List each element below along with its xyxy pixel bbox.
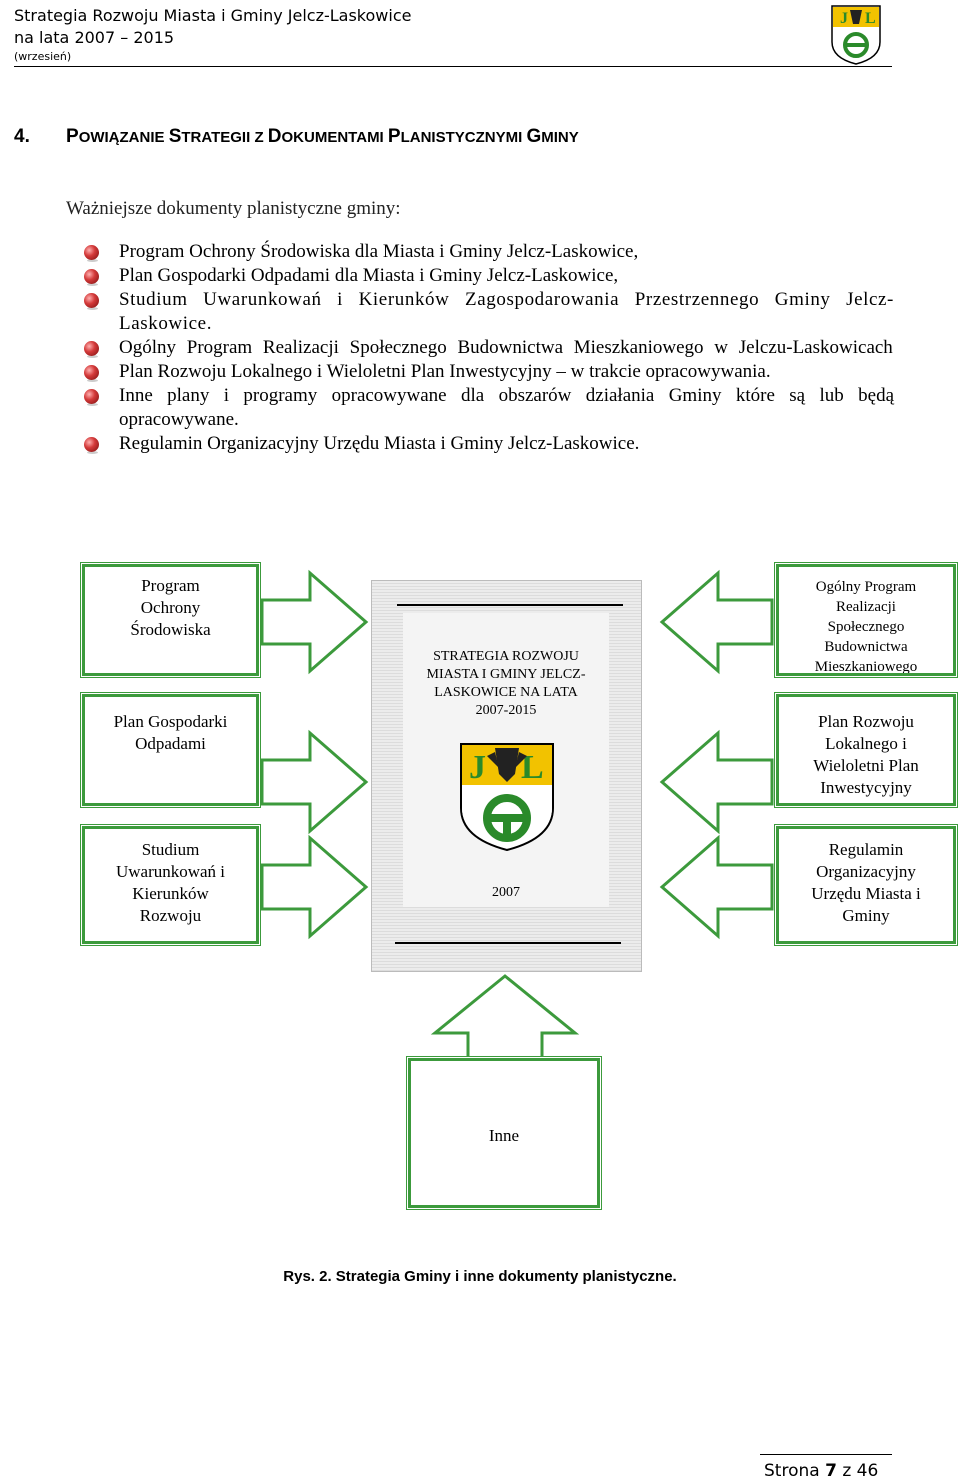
section-title-fragment: P <box>387 126 401 147</box>
box-label: Plan Rozwoju Lokalnego i Wieloletni Plan… <box>813 712 919 797</box>
total-pages: 46 <box>856 1461 879 1481</box>
box-program-ochrony: Program Ochrony Środowiska <box>82 564 259 676</box>
cover-title: STRATEGIA ROZWOJU MIASTA I GMINY JELCZ-L… <box>426 649 586 718</box>
bullet-icon <box>84 341 99 358</box>
box-ogolny-program: Ogólny Program Realizacji Społecznego Bu… <box>776 564 956 676</box>
list-item-text: Inne plany i programy opracowywane dla o… <box>119 385 894 430</box>
list-item: Inne plany i programy opracowywane dla o… <box>82 384 894 432</box>
arrow-up-icon <box>430 974 580 1062</box>
box-label: Regulamin Organizacyjny Urzędu Miasta i … <box>811 840 921 925</box>
list-item-text: Regulamin Organizacyjny Urzędu Miasta i … <box>119 433 640 454</box>
page-number: Strona 7 z 46 <box>764 1461 878 1481</box>
bullet-icon <box>84 245 99 262</box>
box-plan-rozwoju: Plan Rozwoju Lokalnego i Wieloletni Plan… <box>776 694 956 806</box>
section-title-fragment: D <box>267 126 282 147</box>
section-title-fragment: OKUMENTAMI <box>281 129 388 146</box>
box-label: Ogólny Program Realizacji Społecznego Bu… <box>814 579 918 675</box>
header-subtitle: na lata 2007 – 2015 <box>14 28 175 47</box>
box-label: Program Ochrony Środowiska <box>130 576 211 639</box>
section-title-fragment: OWIĄZANIE <box>78 129 169 146</box>
document-list: Program Ochrony Środowiska dla Miasta i … <box>82 240 894 456</box>
arrow-left-icon <box>659 569 774 675</box>
footer-divider <box>760 1454 892 1455</box>
bullet-icon <box>84 269 99 286</box>
list-item-text: Program Ochrony Środowiska dla Miasta i … <box>119 241 639 262</box>
box-studium: Studium Uwarunkowań i Kierunków Rozwoju <box>82 826 259 944</box>
list-item: Studium Uwarunkowań i Kierunków Zagospod… <box>82 288 894 336</box>
list-item-text: Ogólny Program Realizacji Społecznego Bu… <box>119 337 893 358</box>
section-title-fragment: G <box>526 126 542 147</box>
list-item: Program Ochrony Środowiska dla Miasta i … <box>82 240 894 264</box>
list-item-text: Plan Rozwoju Lokalnego i Wieloletni Plan… <box>119 361 771 382</box>
section-title: 4.POWIĄZANIE STRATEGII Z DOKUMENTAMI PLA… <box>14 126 579 148</box>
arrow-left-icon <box>659 729 774 835</box>
arrow-right-icon <box>260 569 369 675</box>
section-title-text: POWIĄZANIE STRATEGII Z DOKUMENTAMI PLANI… <box>66 126 579 147</box>
svg-text:J: J <box>469 749 486 786</box>
list-item-text: Plan Gospodarki Odpadami dla Miasta i Gm… <box>119 265 619 286</box>
cover-top-rule <box>397 604 623 606</box>
cover-year: 2007 <box>492 885 520 900</box>
svg-text:L: L <box>521 749 544 786</box>
list-item: Regulamin Organizacyjny Urzędu Miasta i … <box>82 432 894 456</box>
gmina-coat-of-arms-logo: J L <box>831 5 881 65</box>
box-label: Plan Gospodarki Odpadami <box>113 712 228 753</box>
svg-text:J: J <box>840 10 848 27</box>
cover-coat-of-arms-logo: J L <box>460 743 554 852</box>
box-regulamin: Regulamin Organizacyjny Urzędu Miasta i … <box>776 826 956 944</box>
section-title-fragment: P <box>66 126 79 147</box>
section-title-fragment: S <box>168 126 182 147</box>
box-label: Studium Uwarunkowań i Kierunków Rozwoju <box>115 840 226 925</box>
arrow-right-icon <box>260 834 369 940</box>
header-title: Strategia Rozwoju Miasta i Gminy Jelcz-L… <box>14 6 412 25</box>
page-prefix: Strona <box>764 1461 820 1481</box>
page-separator: z <box>842 1461 852 1481</box>
svg-text:L: L <box>865 10 876 27</box>
list-item-text: Studium Uwarunkowań i Kierunków Zagospod… <box>119 289 894 334</box>
header-note: (wrzesień) <box>14 50 72 63</box>
box-plan-gospodarki: Plan Gospodarki Odpadami <box>82 694 259 806</box>
arrow-right-icon <box>260 729 369 835</box>
box-label: Inne <box>488 1126 520 1145</box>
cover-bottom-rule <box>395 942 621 944</box>
intro-text: Ważniejsze dokumenty planistyczne gminy: <box>66 198 401 219</box>
section-title-fragment: TRATEGII <box>181 129 255 146</box>
list-item: Plan Rozwoju Lokalnego i Wieloletni Plan… <box>82 360 894 384</box>
figure-caption: Rys. 2. Strategia Gminy i inne dokumenty… <box>283 1268 677 1285</box>
current-page: 7 <box>825 1461 837 1481</box>
diagram-arrows <box>260 569 774 1062</box>
bullet-icon <box>84 437 99 454</box>
list-item: Ogólny Program Realizacji Społecznego Bu… <box>82 336 894 360</box>
list-item: Plan Gospodarki Odpadami dla Miasta i Gm… <box>82 264 894 288</box>
section-title-fragment: MINY <box>541 129 579 146</box>
bullet-icon <box>84 365 99 382</box>
box-inne: Inne <box>408 1058 600 1208</box>
section-title-fragment: LANISTYCZNYMI <box>400 129 527 146</box>
bullet-icon <box>84 389 99 406</box>
section-title-fragment: Z <box>254 129 268 146</box>
header-divider <box>14 66 892 67</box>
bullet-icon <box>84 293 99 310</box>
arrow-left-icon <box>659 834 774 940</box>
section-number: 4. <box>14 126 30 147</box>
